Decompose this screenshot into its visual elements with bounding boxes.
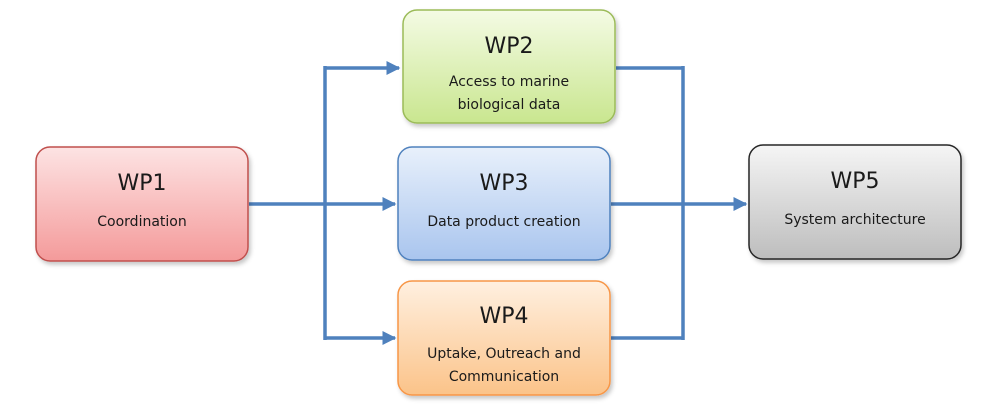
node-wp1 [35,146,249,262]
node-wp2 [402,9,616,124]
node-wp5 [748,144,962,260]
node-wp4-box [397,280,611,396]
node-wp1-title: WP1 [117,171,166,196]
node-wp4-desc-line-1: Uptake, Outreach and [427,346,581,362]
node-wp1-desc-line-1: Coordination [97,214,186,230]
node-wp5-title: WP5 [830,169,879,194]
node-wp2-desc-line-1: Access to marine [449,74,569,90]
node-wp4-title: WP4 [479,304,528,329]
node-wp2-box [402,9,616,124]
node-wp1-box [35,146,249,262]
node-wp3 [397,146,611,261]
node-wp5-box [748,144,962,260]
node-wp3-desc-line-1: Data product creation [427,214,580,230]
node-wp2-title: WP2 [484,34,533,59]
node-wp4-desc-line-2: Communication [449,369,559,385]
node-wp5-desc-line-1: System architecture [784,212,925,228]
connector-lines [249,61,748,345]
node-wp3-box [397,146,611,261]
node-wp3-title: WP3 [479,171,528,196]
node-wp4 [397,280,611,396]
node-wp2-desc-line-2: biological data [458,97,561,113]
